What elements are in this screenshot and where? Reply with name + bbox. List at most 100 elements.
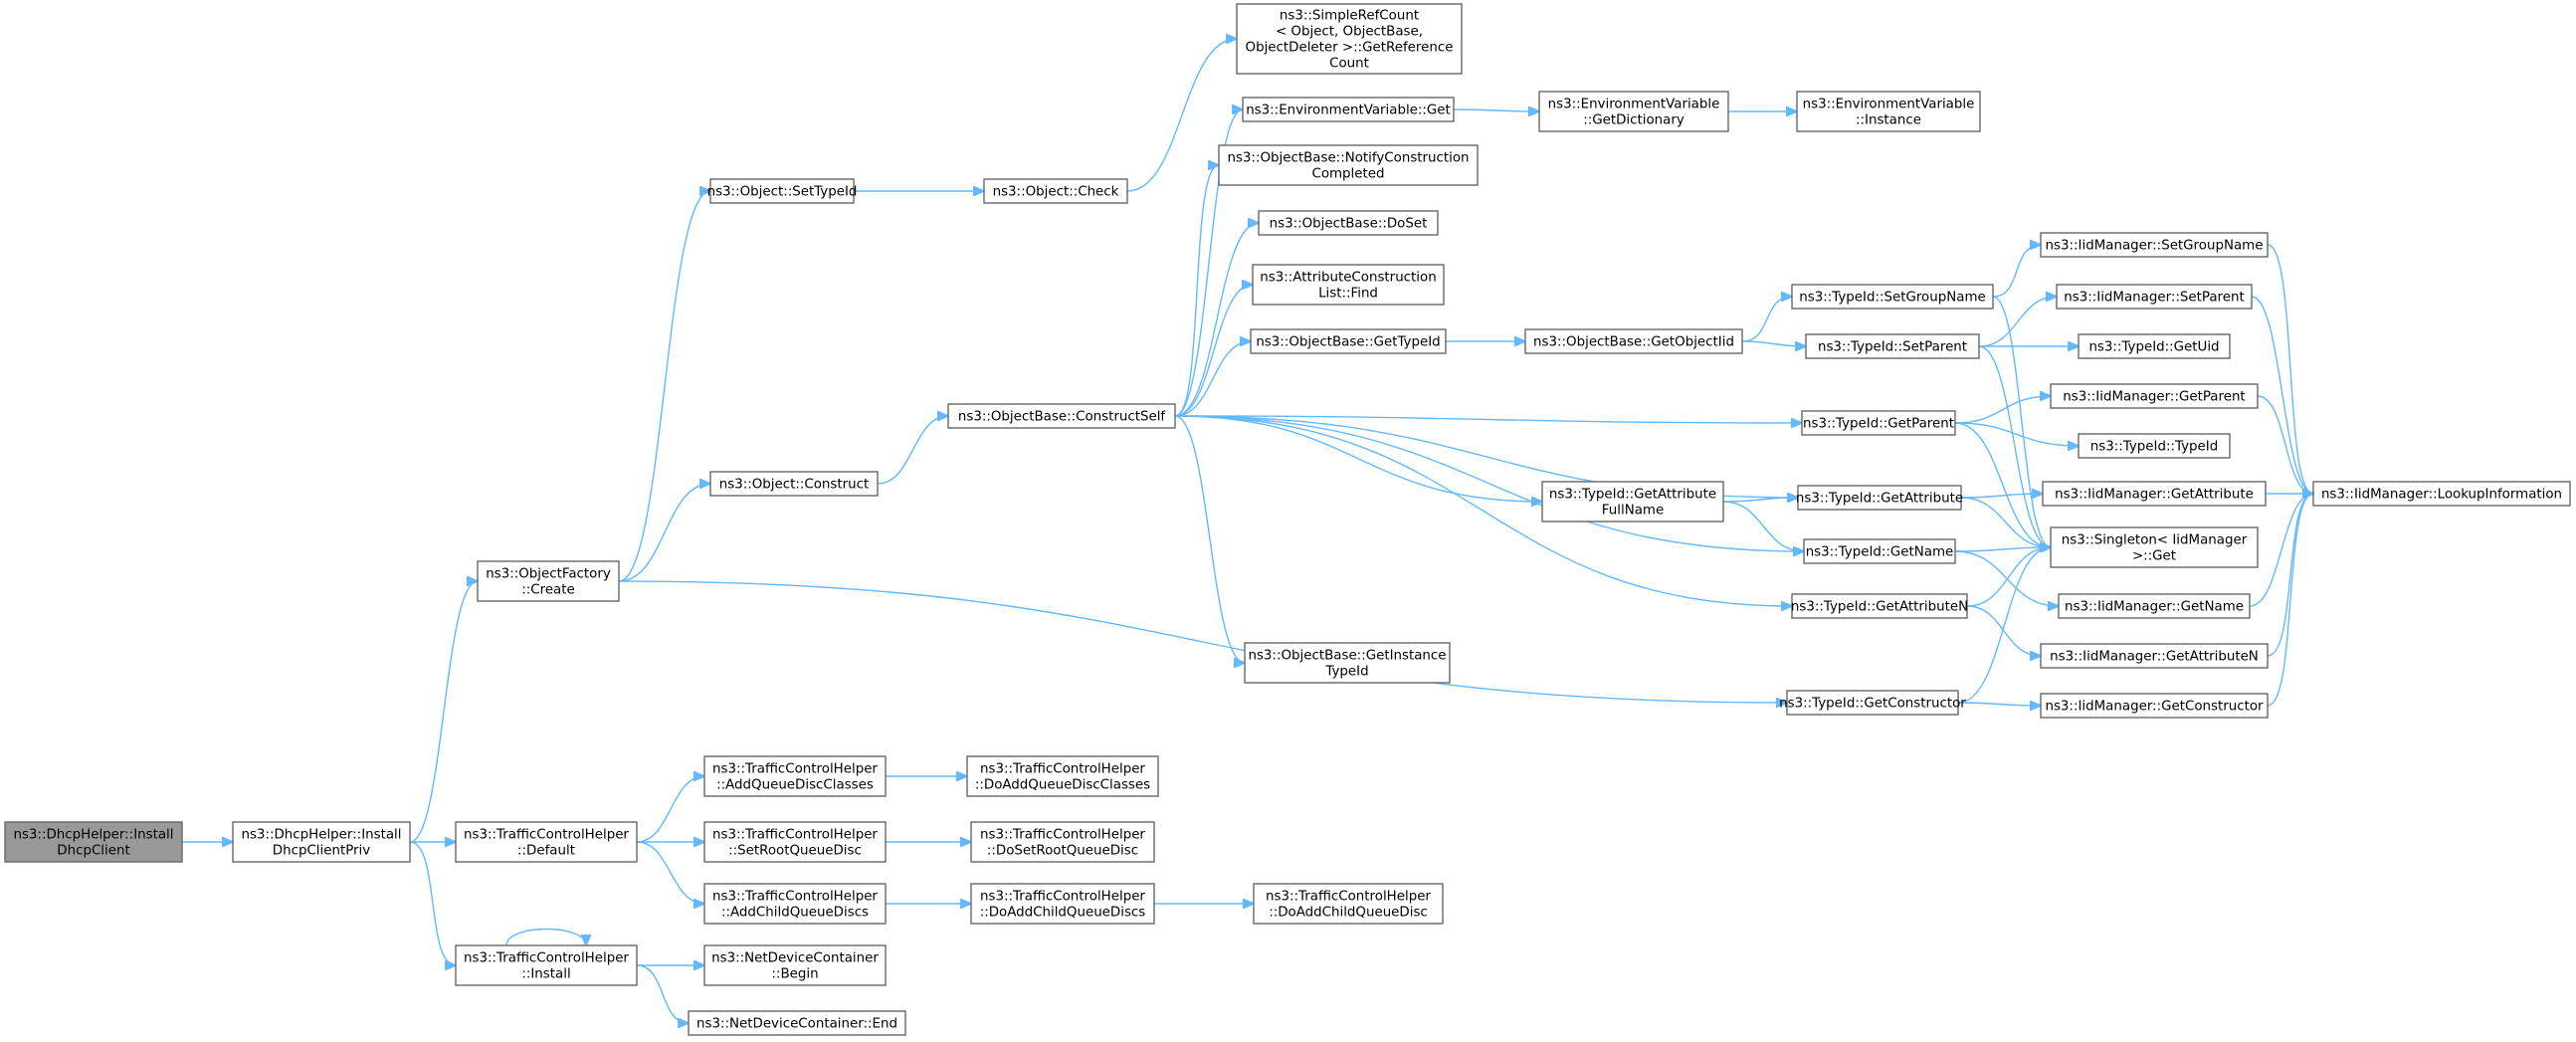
- node-label: ns3::IidManager::GetAttribute: [2055, 488, 2254, 503]
- node-label: ns3::IidManager::SetGroupName: [2046, 239, 2264, 254]
- node-label: ns3::IidManager::SetParent: [2064, 291, 2245, 306]
- node-label: ns3::TrafficControlHelper: [712, 762, 878, 777]
- node-label: ns3::ObjectBase::ConstructSelf: [958, 410, 1166, 425]
- graph-node[interactable]: ns3::TrafficControlHelper::DoAddChildQue…: [1253, 883, 1444, 925]
- node-box: [947, 403, 1176, 429]
- node-label: ns3::TrafficControlHelper: [1266, 890, 1431, 905]
- node-label: ::DoAddChildQueueDisc: [1269, 906, 1428, 921]
- node-box: [1244, 642, 1451, 684]
- graph-node[interactable]: ns3::EnvironmentVariable::Get: [1242, 97, 1455, 122]
- node-box: [2078, 433, 2231, 459]
- call-edge: [1174, 285, 1253, 417]
- node-box: [703, 883, 887, 925]
- graph-node[interactable]: ns3::NetDeviceContainer::Begin: [703, 944, 887, 986]
- call-edge: [2249, 494, 2313, 607]
- call-edge: [409, 841, 456, 965]
- graph-node[interactable]: ns3::IidManager::SetParent: [2056, 284, 2253, 310]
- graph-node[interactable]: ns3::TrafficControlHelper::Install: [455, 944, 638, 986]
- node-box: [455, 821, 638, 863]
- call-edge: [2267, 494, 2313, 657]
- call-edge: [636, 776, 704, 843]
- call-edge: [1722, 498, 1798, 502]
- node-box: [232, 821, 411, 863]
- call-edge: [1960, 497, 2051, 547]
- graph-node[interactable]: ns3::ObjectBase::GetObjectIid: [1524, 328, 1743, 354]
- graph-node[interactable]: ns3::TypeId::TypeId: [2078, 433, 2231, 459]
- call-edge: [877, 416, 948, 485]
- node-label: ns3::ObjectBase::GetTypeId: [1256, 335, 1440, 350]
- call-edge: [1966, 547, 2051, 607]
- node-label: ns3::TypeId::GetConstructor: [1779, 697, 1966, 712]
- node-box: [1541, 481, 1724, 522]
- graph-node[interactable]: ns3::IidManager::GetParent: [2050, 383, 2259, 409]
- graph-node[interactable]: ns3::TypeId::GetName: [1803, 538, 1956, 564]
- node-label: ns3::TypeId::GetParent: [1803, 417, 1954, 432]
- graph-node[interactable]: ns3::ObjectBase::GetTypeId: [1250, 328, 1447, 354]
- graph-node[interactable]: ns3::ObjectBase::NotifyConstructionCompl…: [1218, 144, 1479, 186]
- graph-node[interactable]: ns3::ObjectBase::DoSet: [1258, 210, 1439, 236]
- graph-node[interactable]: ns3::TypeId::GetAttributeN: [1791, 593, 1968, 619]
- graph-node[interactable]: ns3::EnvironmentVariable::Instance: [1796, 91, 1981, 132]
- graph-node[interactable]: ns3::TypeId::SetGroupName: [1791, 284, 1994, 310]
- node-box: [688, 1010, 906, 1036]
- graph-node[interactable]: ns3::IidManager::LookupInformation: [2312, 481, 2571, 507]
- node-label: ns3::Object::Check: [993, 185, 1119, 200]
- node-box: [1791, 284, 1994, 310]
- graph-node[interactable]: ns3::TrafficControlHelper::DoAddChildQue…: [970, 883, 1155, 925]
- node-box: [2050, 526, 2259, 568]
- graph-node[interactable]: ns3::Object::SetTypeId: [707, 178, 858, 204]
- graph-node[interactable]: ns3::TrafficControlHelper::AddChildQueue…: [703, 883, 887, 925]
- graph-node[interactable]: ns3::TrafficControlHelper::Default: [455, 821, 638, 863]
- graph-node[interactable]: ns3::SimpleRefCount< Object, ObjectBase,…: [1236, 3, 1463, 75]
- graph-node[interactable]: ns3::Singleton< IidManager>::Get: [2050, 526, 2259, 568]
- node-label: ns3::EnvironmentVariable::Get: [1246, 104, 1451, 118]
- call-edge: [1954, 547, 2051, 551]
- call-edge: [1978, 297, 2057, 347]
- node-label: ns3::IidManager::GetConstructor: [2045, 700, 2264, 715]
- graph-node[interactable]: ns3::TrafficControlHelper::DoAddQueueDis…: [966, 755, 1159, 797]
- node-label: ns3::TrafficControlHelper: [712, 828, 878, 843]
- graph-node[interactable]: ns3::TrafficControlHelper::DoSetRootQueu…: [970, 821, 1155, 863]
- graph-node[interactable]: ns3::IidManager::GetAttribute: [2042, 481, 2267, 507]
- node-box: [2050, 383, 2259, 409]
- node-label: ::DoAddChildQueueDiscs: [980, 906, 1146, 921]
- node-box: [2078, 333, 2231, 359]
- graph-node[interactable]: ns3::ObjectFactory::Create: [477, 560, 620, 602]
- node-box: [983, 178, 1128, 204]
- node-box: [709, 471, 879, 497]
- graph-node[interactable]: ns3::TrafficControlHelper::AddQueueDiscC…: [703, 755, 887, 797]
- graph-node[interactable]: ns3::TypeId::GetAttribute: [1796, 485, 1963, 511]
- graph-node[interactable]: ns3::IidManager::GetName: [2058, 593, 2251, 619]
- node-label: ::SetRootQueueDisc: [728, 844, 862, 859]
- node-label: ns3::TrafficControlHelper: [980, 828, 1145, 843]
- node-box: [455, 944, 638, 986]
- node-box: [1218, 144, 1479, 186]
- graph-node[interactable]: ns3::NetDeviceContainer::End: [688, 1010, 906, 1036]
- graph-node[interactable]: ns3::TypeId::SetParent: [1805, 333, 1980, 359]
- graph-node[interactable]: ns3::TypeId::GetUid: [2078, 333, 2231, 359]
- graph-node[interactable]: ns3::EnvironmentVariable::GetDictionary: [1538, 91, 1729, 132]
- node-label: ns3::ObjectBase::GetObjectIid: [1533, 335, 1734, 350]
- graph-node[interactable]: ns3::IidManager::GetConstructor: [2040, 693, 2269, 719]
- graph-node[interactable]: ns3::TypeId::GetConstructor: [1779, 690, 1966, 716]
- node-label: ns3::Object::Construct: [719, 478, 870, 493]
- node-box: [970, 821, 1155, 863]
- graph-node[interactable]: ns3::TypeId::GetParent: [1801, 410, 1956, 436]
- graph-node[interactable]: ns3::TrafficControlHelper::SetRootQueueD…: [703, 821, 887, 863]
- graph-node[interactable]: ns3::ObjectBase::ConstructSelf: [947, 403, 1176, 429]
- call-edge: [618, 580, 1787, 703]
- node-box: [1236, 3, 1463, 75]
- graph-node[interactable]: ns3::Object::Construct: [709, 471, 879, 497]
- node-label: Count: [1329, 57, 1369, 72]
- call-edge: [1453, 109, 1539, 111]
- graph-node[interactable]: ns3::IidManager::GetAttributeN: [2040, 643, 2269, 669]
- graph-node[interactable]: ns3::IidManager::SetGroupName: [2040, 232, 2269, 258]
- call-edge: [618, 484, 710, 582]
- graph-node[interactable]: ns3::Object::Check: [983, 178, 1128, 204]
